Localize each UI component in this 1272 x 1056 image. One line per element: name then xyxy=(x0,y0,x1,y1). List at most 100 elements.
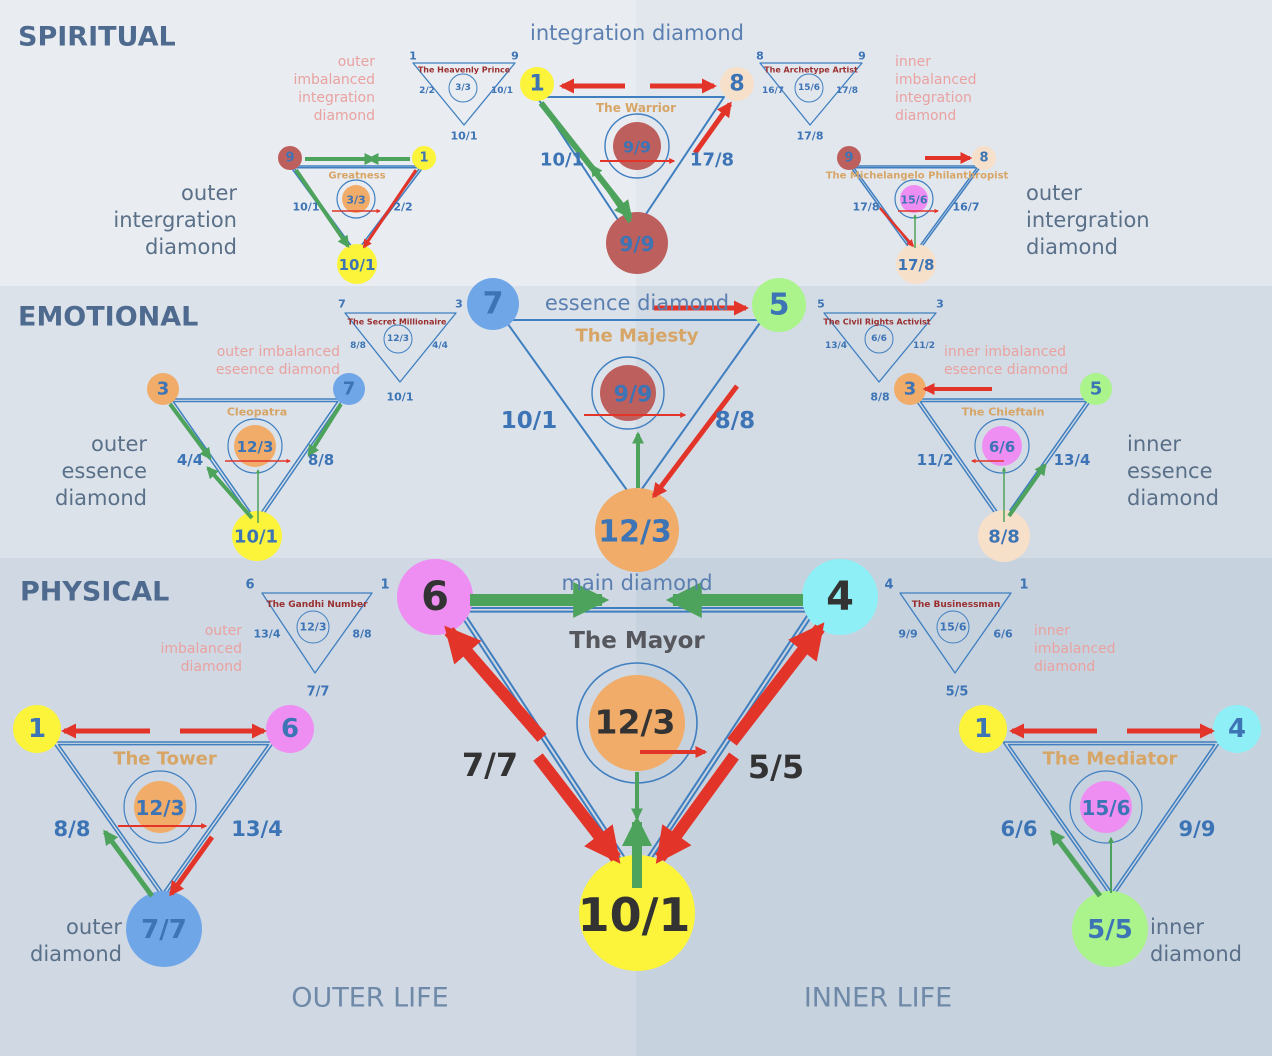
archetype-artist-title: The Archetype Artist xyxy=(764,66,858,75)
warrior-center-value: 9/9 xyxy=(623,138,651,157)
outer-essence-label: outer xyxy=(91,432,147,456)
chieftain-top-right-circle xyxy=(1080,373,1112,405)
civil-rights-center: 6/6 xyxy=(871,334,887,344)
warrior-left-value: 10/1 xyxy=(540,150,584,171)
tower-bottom-value: 7/7 xyxy=(141,915,187,945)
michelangelo-top-left-value: 9 xyxy=(844,151,853,166)
inner-imbalanced-essence-label: inner imbalanced xyxy=(944,344,1066,360)
level-title-spiritual: SPIRITUAL xyxy=(18,22,176,53)
cleopatra-green-arrow-up xyxy=(206,466,254,520)
greatness-bottom-value: 10/1 xyxy=(339,256,376,274)
mayor-title: The Mayor xyxy=(569,628,705,654)
secret-millionaire-title: The Secret Millionaire xyxy=(348,318,447,327)
tower-right-value: 13/4 xyxy=(231,817,283,841)
level-title-physical: PHYSICAL xyxy=(20,577,169,608)
civil-rights-title: The Civil Rights Activist xyxy=(823,318,930,327)
tower-red-arrow-down xyxy=(168,835,215,897)
civil-rights-bottom: 8/8 xyxy=(870,391,889,404)
secret-millionaire-center: 12/3 xyxy=(387,334,409,344)
essence-diamond-label: essence diamond xyxy=(545,291,729,315)
heavenly-prince-top-left: 1 xyxy=(409,50,417,63)
chieftain-green-arrow-up xyxy=(1007,463,1047,518)
warrior-title: The Warrior xyxy=(596,101,676,115)
outer-essence-label: essence xyxy=(62,459,148,483)
heavenly-prince-left: 2/2 xyxy=(419,86,435,96)
mediator-left-value: 6/6 xyxy=(1001,817,1038,841)
cleopatra-top-left-circle xyxy=(147,373,179,405)
inner-integration-label: outer xyxy=(1026,181,1082,205)
greatness-top-right-value: 1 xyxy=(419,151,428,166)
majesty-left-value: 10/1 xyxy=(501,408,557,434)
outer-imbalanced-integration-label: imbalanced xyxy=(293,72,375,88)
mayor-left-value: 7/7 xyxy=(462,746,518,784)
civil-rights-left: 13/4 xyxy=(825,341,847,351)
outer-integration-label: intergration xyxy=(113,208,237,232)
mediator-triangle-inner xyxy=(1007,743,1216,894)
greatness-green-arrow-down xyxy=(294,168,350,248)
heavenly-prince-bottom: 10/1 xyxy=(451,130,478,143)
number-circles xyxy=(13,67,1261,971)
mediator-green-arrow-up xyxy=(1050,829,1102,898)
secret-millionaire-top-left: 7 xyxy=(338,298,346,311)
cleopatra-bottom-circle xyxy=(232,511,282,561)
inner-imbalanced-essence-label: eseence diamond xyxy=(944,362,1068,378)
archetype-artist-bottom: 17/8 xyxy=(797,130,824,143)
mediator-top-left-circle xyxy=(959,705,1007,753)
cleopatra-ring xyxy=(227,418,283,474)
outer-diamond-label: outer xyxy=(66,915,122,939)
tower-top-left-value: 1 xyxy=(28,714,46,744)
businessman-left: 9/9 xyxy=(898,628,917,641)
outer-imbalanced-integration-label: integration xyxy=(298,90,375,106)
secret-millionaire-top-right: 3 xyxy=(455,298,463,311)
warrior-green-arrow-up xyxy=(590,164,632,224)
cleopatra-top-right-circle xyxy=(333,373,365,405)
warrior-bottom-circle xyxy=(606,212,668,274)
chieftain-ring xyxy=(974,418,1030,474)
outer-imbalanced-physical-label: outer xyxy=(205,623,243,639)
inner-life-label: INNER LIFE xyxy=(804,983,952,1014)
chieftain-bottom-value: 8/8 xyxy=(988,527,1020,548)
majesty-title: The Majesty xyxy=(575,326,698,347)
mayor-bottom-circle xyxy=(579,855,695,971)
cleopatra-center-value: 12/3 xyxy=(237,438,274,456)
chieftain-title: The Chieftain xyxy=(962,406,1045,419)
majesty-top-left-value: 7 xyxy=(483,287,504,322)
mayor-red-arrow-down-left xyxy=(533,753,621,864)
tower-top-left-circle xyxy=(13,705,61,753)
archetype-artist-left: 16/7 xyxy=(762,86,784,96)
chieftain-right-value: 13/4 xyxy=(1054,451,1091,469)
archetype-artist-triangle xyxy=(759,62,863,126)
chieftain-top-left-value: 3 xyxy=(904,379,917,400)
gandhi-left: 13/4 xyxy=(254,628,281,641)
heavenly-prince-ring xyxy=(448,73,478,103)
greatness-center-circle xyxy=(342,185,370,213)
secret-millionaire-triangle xyxy=(344,312,457,383)
warrior-center-circle xyxy=(613,122,661,170)
michelangelo-top-right-value: 8 xyxy=(979,151,988,166)
businessman-top-left: 4 xyxy=(884,578,893,593)
warrior-red-arrow-up xyxy=(692,101,733,155)
inner-essence-label: inner xyxy=(1127,432,1181,456)
michelangelo-center-circle xyxy=(900,185,928,213)
main-diamond-label: main diamond xyxy=(561,571,712,595)
outer-integration-label: diamond xyxy=(145,235,237,259)
tower-center-circle xyxy=(134,781,186,833)
mayor-bottom-value: 10/1 xyxy=(578,888,691,942)
inner-imbalanced-integration-label: integration xyxy=(895,90,972,106)
civil-rights-right: 11/2 xyxy=(913,341,935,351)
level-title-emotional: EMOTIONAL xyxy=(18,302,198,333)
mediator-bottom-value: 5/5 xyxy=(1087,915,1133,945)
mayor-red-arrow-up-right xyxy=(727,622,825,746)
michelangelo-triangle-inner xyxy=(853,167,978,254)
outer-imbalanced-integration-label: outer xyxy=(338,54,376,70)
warrior-triangle xyxy=(536,96,725,239)
chieftain-bottom-circle xyxy=(978,510,1030,562)
warrior-top-left-circle xyxy=(520,67,554,101)
majesty-bottom-value: 12/3 xyxy=(598,515,672,550)
tower-ring xyxy=(123,770,197,844)
inner-imbalanced-integration-label: imbalanced xyxy=(895,72,977,88)
flow-arrows xyxy=(61,78,1215,898)
gandhi-top-left: 6 xyxy=(245,578,254,593)
